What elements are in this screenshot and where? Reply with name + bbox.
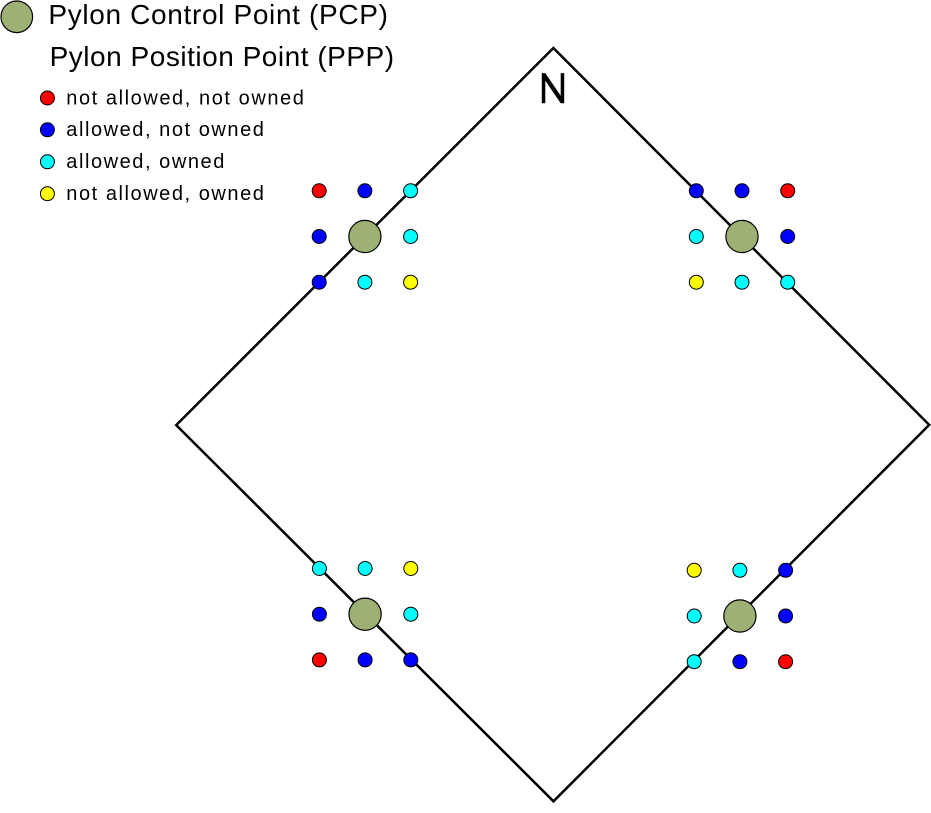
svg-text:allowed, owned: allowed, owned	[66, 151, 226, 173]
svg-text:Pylon Control Point (PCP): Pylon Control Point (PCP)	[48, 0, 388, 30]
svg-text:allowed, not owned: allowed, not owned	[66, 119, 265, 141]
svg-text:Pylon Position Point (PPP): Pylon Position Point (PPP)	[50, 41, 395, 72]
svg-text:not allowed, not owned: not allowed, not owned	[66, 87, 305, 109]
svg-text:not allowed, owned: not allowed, owned	[66, 183, 265, 205]
